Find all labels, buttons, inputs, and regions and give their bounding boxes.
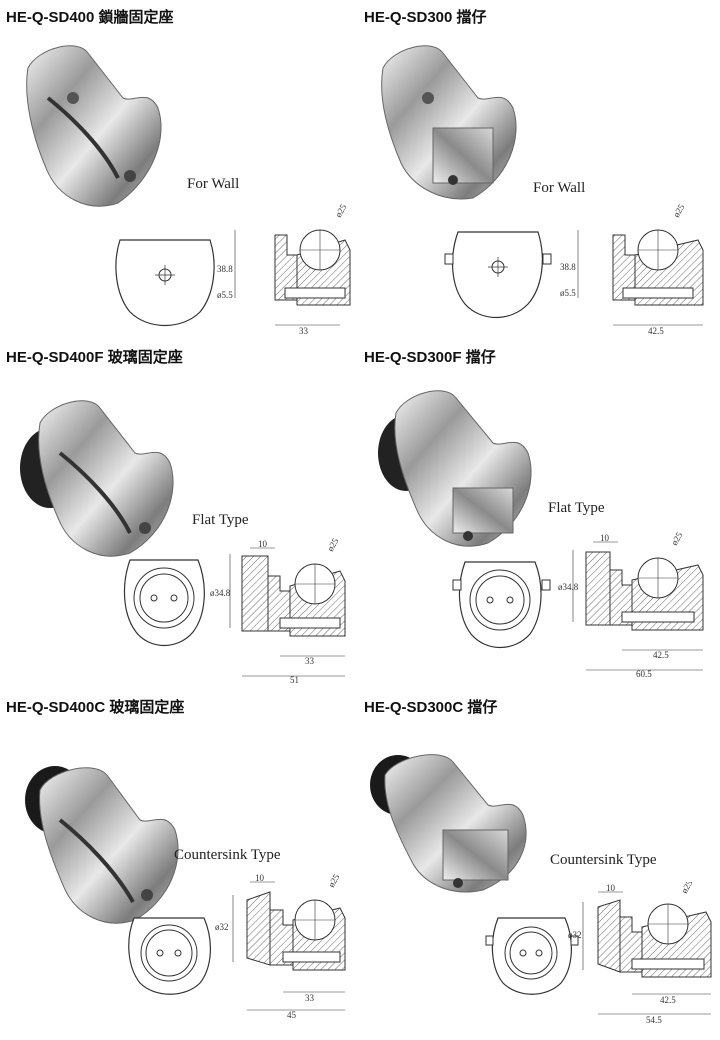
type-label: For Wall: [533, 180, 586, 196]
dim-width: 42.5: [653, 650, 669, 660]
dim-diameter: ø25: [333, 202, 349, 219]
product-photo: [26, 45, 162, 207]
front-view-drawing: [128, 917, 211, 995]
dim-thickness: 10: [255, 873, 265, 883]
dim-thickness: 10: [258, 539, 268, 549]
product-sd400c: HE-Q-SD400C 玻璃固定座 Countersink Type ø25 ø…: [0, 690, 360, 1036]
section-drawing: ø25 ø32 10 42.5 54.5: [568, 882, 712, 1025]
dim-diameter: ø25: [325, 536, 341, 553]
product-title: HE-Q-SD300 擋仔: [364, 9, 487, 26]
front-view-drawing: [115, 239, 215, 327]
product-title: HE-Q-SD300F 擋仔: [364, 349, 496, 366]
front-view-drawing: [444, 231, 552, 318]
section-drawing: ø25 ø32 10 33 45: [215, 872, 346, 1018]
dim-total-width: 45: [287, 1010, 297, 1018]
dim-width: 33: [305, 656, 315, 666]
product-photo: [370, 754, 527, 893]
dim-width: 33: [305, 993, 315, 1003]
product-photo: [381, 45, 517, 200]
front-view-drawing: [485, 917, 579, 995]
section-drawing: ø25 ø34.8 10 33 51: [210, 536, 346, 684]
dim-diameter: ø25: [669, 530, 685, 547]
product-title: HE-Q-SD400F 玻璃固定座: [6, 349, 183, 366]
product-title: HE-Q-SD400C 玻璃固定座: [6, 699, 185, 716]
product-photo: [25, 766, 179, 924]
product-sd300f: HE-Q-SD300F 擋仔 Flat Type ø25 ø34.8 10 42…: [358, 340, 718, 686]
type-label: Countersink Type: [174, 847, 281, 863]
dim-width: 33: [299, 326, 309, 335]
dim-total-width: 51: [290, 675, 299, 684]
product-sd300: HE-Q-SD300 擋仔 For Wall ø25 38.8 ø5.5 42.…: [358, 0, 718, 346]
section-drawing: ø25 38.8 ø5.5 42.5: [560, 202, 704, 335]
front-view-drawing: [123, 559, 205, 646]
product-sd400f: HE-Q-SD400F 玻璃固定座 Flat Type ø25 ø34.8 10…: [0, 340, 360, 686]
product-photo: [378, 390, 532, 547]
dim-total-width: 54.5: [646, 1015, 662, 1025]
dim-height: 38.8: [217, 264, 233, 274]
front-view-drawing: [452, 561, 551, 648]
dim-body: ø32: [215, 922, 229, 932]
dim-diameter: ø25: [671, 202, 687, 219]
section-drawing: ø25 ø34.8 10 42.5 60.5: [558, 530, 704, 678]
product-photo: [20, 400, 174, 557]
product-title: HE-Q-SD300C 擋仔: [364, 699, 498, 716]
product-sd300c: HE-Q-SD300C 擋仔 Countersink Type ø25 ø32 …: [358, 690, 718, 1036]
dim-width: 42.5: [648, 326, 664, 335]
type-label: Flat Type: [192, 512, 249, 528]
dim-body: ø34.8: [558, 582, 579, 592]
type-label: Flat Type: [548, 500, 605, 516]
section-drawing: ø25 38.8 ø5.5 33: [217, 202, 351, 335]
dim-hole: ø5.5: [217, 290, 233, 300]
type-label: For Wall: [187, 176, 240, 192]
dim-body: ø34.8: [210, 588, 231, 598]
dim-total-width: 60.5: [636, 669, 652, 678]
dim-thickness: 10: [606, 883, 616, 893]
dim-hole: ø5.5: [560, 288, 576, 298]
dim-height: 38.8: [560, 262, 576, 272]
dim-diameter: ø25: [326, 872, 342, 889]
dim-thickness: 10: [600, 533, 610, 543]
dim-width: 42.5: [660, 995, 676, 1005]
product-title: HE-Q-SD400 鎖牆固定座: [6, 9, 174, 26]
dim-body: ø32: [568, 930, 582, 940]
dim-diameter: ø25: [679, 882, 695, 895]
type-label: Countersink Type: [550, 852, 657, 868]
product-sd400: HE-Q-SD400 鎖牆固定座 For Wall ø25 38.8 ø5.5 …: [0, 0, 360, 346]
